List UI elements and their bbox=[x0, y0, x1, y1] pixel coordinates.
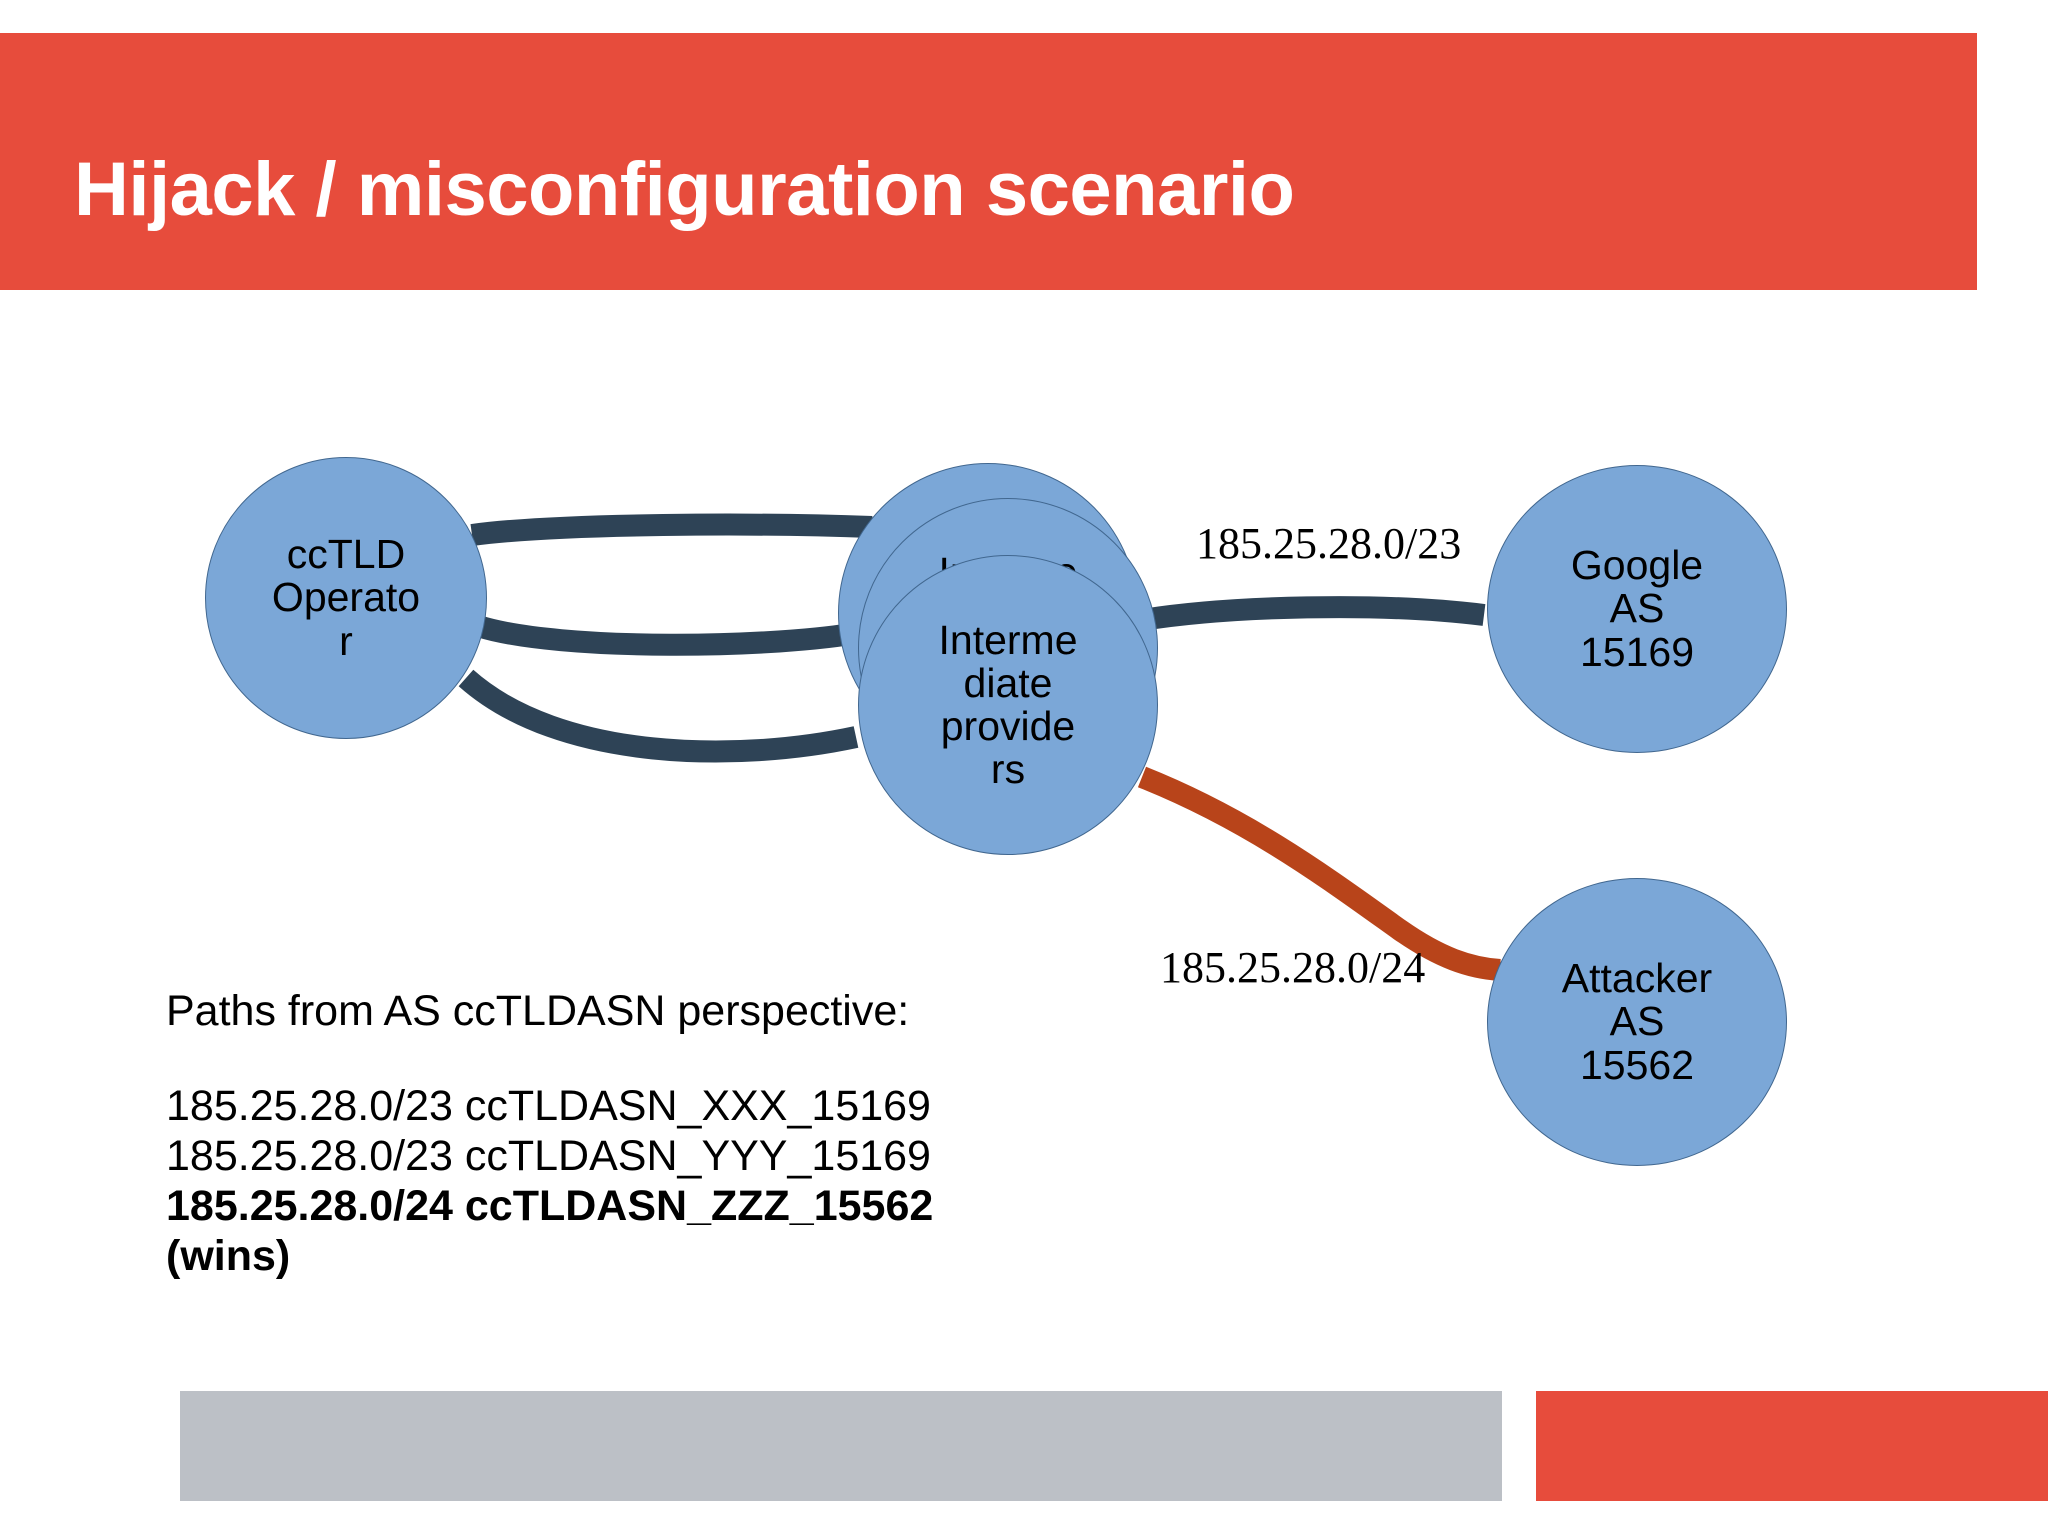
paths-heading: Paths from AS ccTLDASN perspective: bbox=[166, 987, 910, 1035]
node-attacker-as-label: Attacker AS 15562 bbox=[1561, 955, 1713, 1088]
node-google-as-15169[interactable]: Google AS 15169 bbox=[1487, 465, 1787, 753]
edge-label-prefix-24: 185.25.28.0/24 bbox=[1160, 943, 1426, 992]
edge-cctld-to-intermediate-top bbox=[470, 513, 873, 546]
path-line-2: 185.25.28.0/23 ccTLDASN_YYY_15169 bbox=[166, 1132, 931, 1180]
edge-label-prefix-23: 185.25.28.0/23 bbox=[1196, 519, 1462, 568]
edge-cctld-to-intermediate-bottom bbox=[458, 669, 859, 763]
node-cctld-operator-label: ccTLD Operato r bbox=[271, 531, 421, 664]
edge-intermediate-to-google bbox=[1140, 596, 1486, 631]
page-title: Hijack / misconfiguration scenario bbox=[74, 147, 1295, 232]
footer-bar-gray bbox=[180, 1391, 1502, 1501]
node-attacker-as-15562[interactable]: Attacker AS 15562 bbox=[1487, 878, 1787, 1166]
node-intermediate-providers-front[interactable]: Interme diate provide rs bbox=[858, 555, 1158, 855]
paths-text-block: Paths from AS ccTLDASN perspective: 185.… bbox=[166, 990, 1066, 1278]
node-intermediate-providers-front-label: Interme diate provide rs bbox=[938, 616, 1078, 793]
edge-cctld-to-intermediate-middle bbox=[474, 615, 865, 656]
node-google-as-label: Google AS 15169 bbox=[1570, 542, 1704, 675]
node-cctld-operator[interactable]: ccTLD Operato r bbox=[205, 457, 487, 739]
path-line-3: 185.25.28.0/24 ccTLDASN_ZZZ_15562 bbox=[166, 1182, 934, 1230]
title-band bbox=[0, 33, 1977, 290]
footer-bar-red bbox=[1536, 1391, 2048, 1501]
path-line-1: 185.25.28.0/23 ccTLDASN_XXX_15169 bbox=[166, 1082, 931, 1130]
path-winner-note: (wins) bbox=[166, 1232, 291, 1280]
